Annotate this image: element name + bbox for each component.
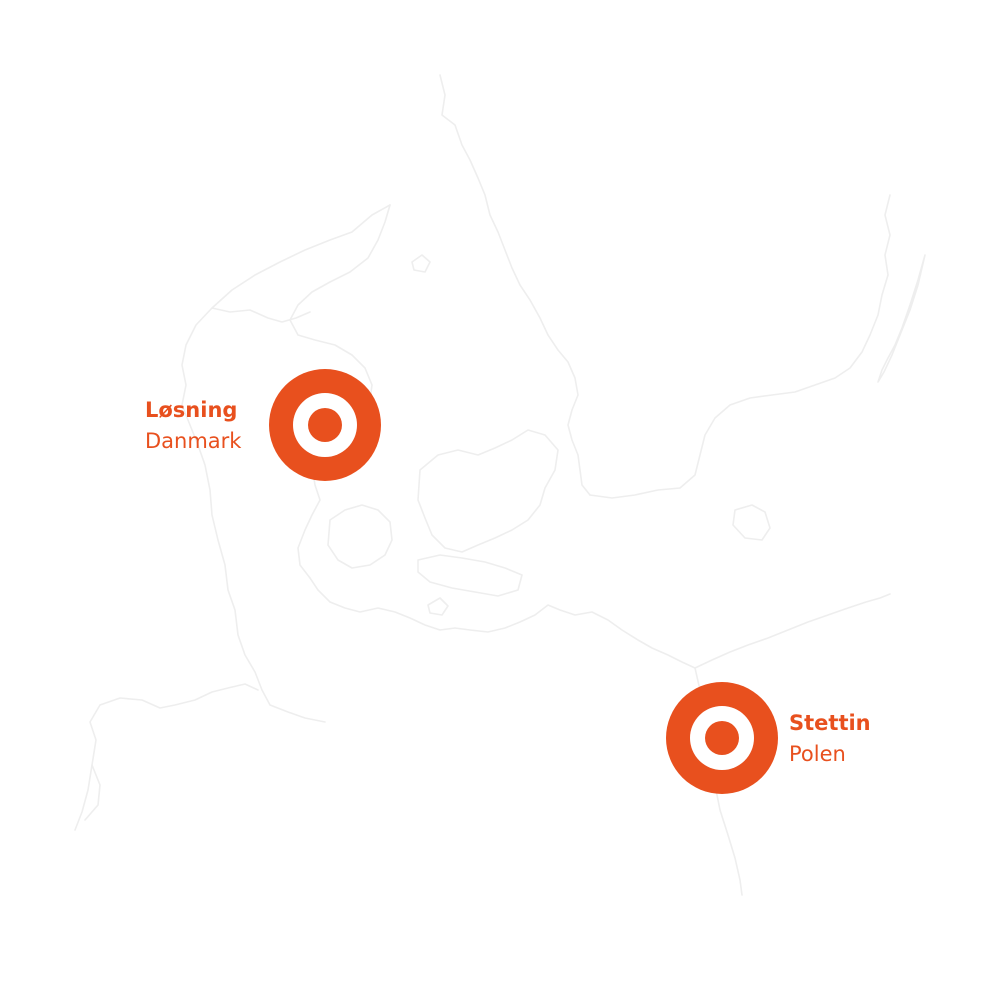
coastline-oland xyxy=(877,254,926,383)
coastline-jutland-west xyxy=(181,204,391,723)
location-marker-losning[interactable] xyxy=(268,368,382,482)
coastline-germany-north xyxy=(74,683,259,831)
coastline-sweden-west xyxy=(439,74,591,496)
location-target-icon xyxy=(666,682,778,794)
coastline-poland xyxy=(694,593,891,669)
border-germany xyxy=(84,764,101,821)
coastline-zealand xyxy=(417,429,559,553)
coastline-germany-baltic xyxy=(309,577,696,669)
city-name: Stettin xyxy=(789,711,871,735)
coastline-small-island xyxy=(411,254,431,273)
coastline-sweden-south xyxy=(589,194,891,499)
location-target-icon xyxy=(269,369,381,481)
country-name: Danmark xyxy=(145,429,242,453)
coastline-lolland xyxy=(417,554,523,597)
location-label-stettin: Stettin Polen xyxy=(789,708,871,770)
location-marker-stettin[interactable] xyxy=(665,681,779,795)
coastline-jutland-east xyxy=(289,204,391,579)
coastline-bornholm xyxy=(732,504,771,541)
location-label-losning: Løsning Danmark xyxy=(145,395,241,457)
city-name: Løsning xyxy=(145,398,238,422)
country-name: Polen xyxy=(789,742,846,766)
coastline-limfjord xyxy=(211,307,311,323)
coastline-small-island-2 xyxy=(427,597,449,616)
coastline-funen xyxy=(327,504,393,569)
